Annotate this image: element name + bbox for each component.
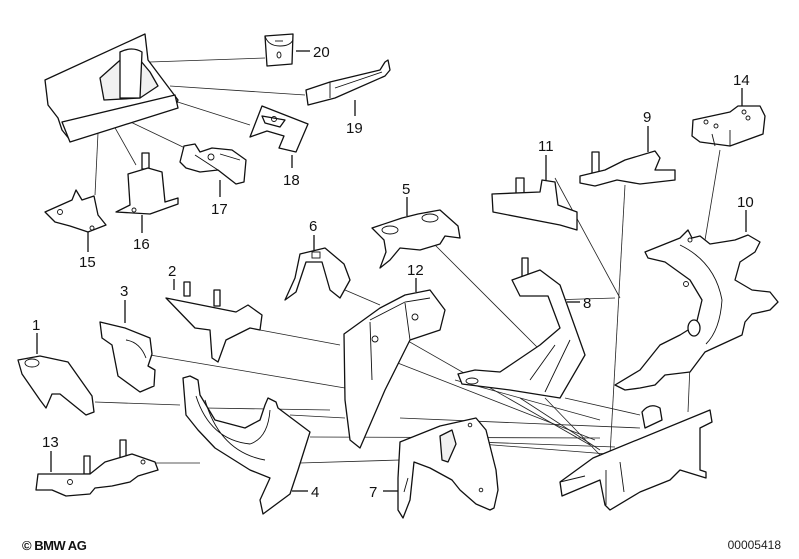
callout-18[interactable]: 18 <box>283 155 300 189</box>
callout-10-label: 10 <box>737 194 754 211</box>
callout-20-label: 20 <box>313 44 330 61</box>
part-14-mount-block[interactable] <box>691 105 766 147</box>
part-9-bracket[interactable] <box>579 150 676 187</box>
callout-17[interactable]: 17 <box>211 180 228 218</box>
callout-5-label: 5 <box>402 181 410 198</box>
callout-15-label: 15 <box>79 254 96 271</box>
callout-18-label: 18 <box>283 172 300 189</box>
callout-7-label: 7 <box>369 484 377 501</box>
callout-12[interactable]: 12 <box>407 262 424 292</box>
callout-2-label: 2 <box>168 263 176 280</box>
drawing-number: 00005418 <box>727 538 781 552</box>
callout-15[interactable]: 15 <box>79 232 96 271</box>
part-6-bracket[interactable] <box>284 247 351 301</box>
callout-17-label: 17 <box>211 201 228 218</box>
callout-3[interactable]: 3 <box>120 283 128 323</box>
part-8-strut[interactable] <box>457 257 586 399</box>
callout-16[interactable]: 16 <box>133 215 150 253</box>
part-13-bracket[interactable] <box>35 439 159 497</box>
callout-20[interactable]: 20 <box>296 44 330 61</box>
copyright-notice: © BMW AG <box>22 538 87 553</box>
callout-19-label: 19 <box>346 120 363 137</box>
callout-19[interactable]: 19 <box>346 100 363 137</box>
part-5-bracket[interactable] <box>371 209 461 269</box>
callout-4-label: 4 <box>311 484 319 501</box>
callout-12-label: 12 <box>407 262 424 279</box>
callout-14[interactable]: 14 <box>733 72 750 106</box>
callout-13[interactable]: 13 <box>42 434 59 472</box>
part-7-bracket[interactable] <box>397 417 499 519</box>
body-section-lower-right[interactable] <box>559 405 713 511</box>
callout-8[interactable]: 8 <box>567 295 591 312</box>
callout-8-label: 8 <box>583 295 591 312</box>
callout-14-label: 14 <box>733 72 750 89</box>
callout-5[interactable]: 5 <box>402 181 410 216</box>
callout-6[interactable]: 6 <box>309 218 317 250</box>
callout-10[interactable]: 10 <box>737 194 754 232</box>
callout-9[interactable]: 9 <box>643 109 651 152</box>
part-16-mount[interactable] <box>115 152 179 215</box>
part-17-bracket[interactable] <box>179 143 247 185</box>
callout-4[interactable]: 4 <box>292 484 319 501</box>
part-12-panel[interactable] <box>343 289 446 449</box>
part-4-cradle[interactable] <box>182 375 311 515</box>
callout-6-label: 6 <box>309 218 317 235</box>
callout-1[interactable]: 1 <box>32 317 40 354</box>
callout-7[interactable]: 7 <box>369 484 398 501</box>
callout-16-label: 16 <box>133 236 150 253</box>
callout-3-label: 3 <box>120 283 128 300</box>
part-18-plate[interactable] <box>249 105 309 153</box>
callout-11-label: 11 <box>538 138 554 155</box>
part-15-bracket[interactable] <box>44 189 107 233</box>
part-19-bracket[interactable] <box>305 59 391 106</box>
part-1-bracket[interactable] <box>17 355 95 416</box>
part-2-bracket[interactable] <box>165 281 263 363</box>
part-10-ring-bracket[interactable] <box>614 229 779 391</box>
callout-1-label: 1 <box>32 317 40 334</box>
callout-13-label: 13 <box>42 434 59 451</box>
body-section-upper-left[interactable] <box>44 33 179 143</box>
part-3-clip[interactable] <box>99 321 156 393</box>
callout-9-label: 9 <box>643 109 651 126</box>
part-20-clip[interactable] <box>264 33 294 67</box>
part-11-bracket[interactable] <box>491 177 578 231</box>
callout-11[interactable]: 11 <box>538 138 554 180</box>
callout-2[interactable]: 2 <box>168 263 176 290</box>
